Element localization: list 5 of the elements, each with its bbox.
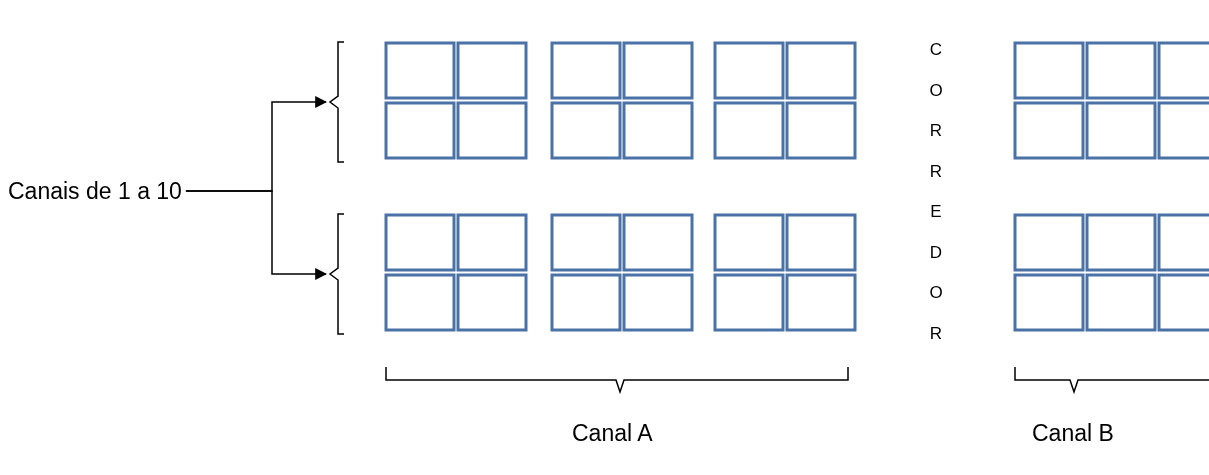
vertical-label: CORREDOR (928, 39, 944, 345)
group-label: Canal B (1032, 420, 1115, 447)
arrow (185, 190, 328, 280)
text-label: Canais de 1 a 10 (8, 176, 182, 206)
group-label: Canal A (572, 420, 654, 447)
